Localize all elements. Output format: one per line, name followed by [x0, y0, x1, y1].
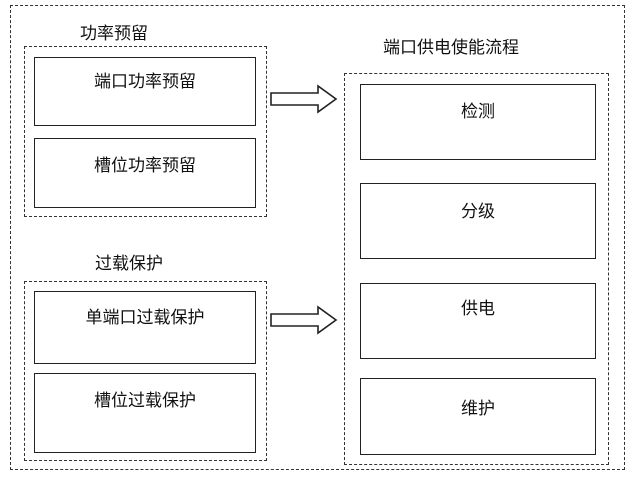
enable-flow-group [344, 73, 609, 465]
flow-step-detect: 检测 [360, 84, 596, 160]
arrow-overload-to-flow [270, 305, 338, 335]
flow-step-detect-label: 检测 [461, 102, 495, 122]
overload-protection-title: 过载保护 [95, 254, 163, 274]
flow-step-classify: 分级 [360, 183, 596, 259]
arrow-power-to-flow [270, 84, 338, 114]
flow-step-maintain-label: 维护 [461, 399, 495, 419]
slot-power-reservation-label: 槽位功率预留 [94, 156, 196, 176]
single-port-overload-box: 单端口过载保护 [34, 291, 256, 364]
slot-overload-label: 槽位过载保护 [94, 391, 196, 411]
power-reservation-title: 功率预留 [80, 24, 148, 44]
single-port-overload-label: 单端口过载保护 [85, 308, 205, 328]
flow-step-classify-label: 分级 [461, 202, 495, 222]
slot-power-reservation-box: 槽位功率预留 [34, 138, 256, 208]
port-power-reservation-box: 端口功率预留 [34, 57, 256, 126]
enable-flow-title: 端口供电使能流程 [383, 38, 519, 58]
slot-overload-box: 槽位过载保护 [34, 373, 256, 453]
power-reservation-group [24, 46, 267, 217]
flow-step-power: 供电 [360, 283, 596, 359]
flow-step-maintain: 维护 [360, 378, 596, 455]
port-power-reservation-label: 端口功率预留 [94, 72, 196, 92]
outer-frame [10, 5, 625, 470]
flow-step-power-label: 供电 [461, 299, 495, 319]
overload-protection-group [24, 281, 267, 461]
